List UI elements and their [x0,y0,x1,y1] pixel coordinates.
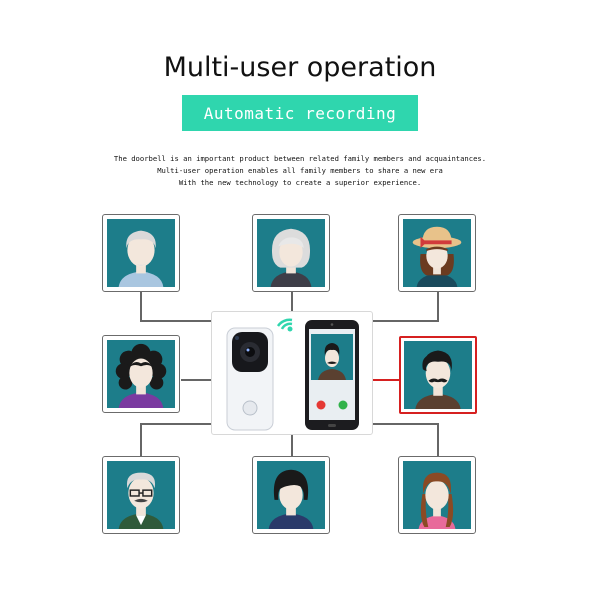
decline-call-icon [316,400,326,410]
young-man-avatar-icon [257,461,325,529]
description-line: With the new technology to create a supe… [178,178,422,187]
girl-with-braids-avatar-icon [403,461,471,529]
connector-line [140,292,211,322]
user-card-young-man [252,456,330,534]
user-card-girl-with-sunhat [398,214,476,292]
accept-call-icon [338,400,348,410]
device-panel [211,311,373,435]
user-card-elderly-woman [252,214,330,292]
user-card-curly-hair-woman [102,335,180,413]
elderly-woman-avatar-icon [257,219,325,287]
feature-badge: Automatic recording [182,95,418,131]
connector-line [140,423,211,456]
description: The doorbell is an important product bet… [0,153,600,189]
smartphone-video-call-icon [305,320,359,430]
user-card-mustache-man [399,336,477,414]
elderly-man-avatar-icon [107,219,175,287]
grandpa-with-glasses-avatar-icon [107,461,175,529]
mustache-man-avatar-icon [404,341,472,409]
device-illustration [226,318,359,431]
user-card-elderly-man [102,214,180,292]
curly-hair-woman-avatar-icon [107,340,175,408]
video-doorbell-icon [226,327,274,431]
user-card-grandpa-with-glasses [102,456,180,534]
connector-line [373,292,439,322]
description-line: The doorbell is an important product bet… [113,154,487,163]
description-line: Multi-user operation enables all family … [157,166,443,175]
girl-with-sunhat-avatar-icon [403,219,471,287]
user-card-girl-with-braids [398,456,476,534]
page-title: Multi-user operation [163,52,437,83]
wifi-icon [276,318,293,332]
connector-line [373,423,439,456]
